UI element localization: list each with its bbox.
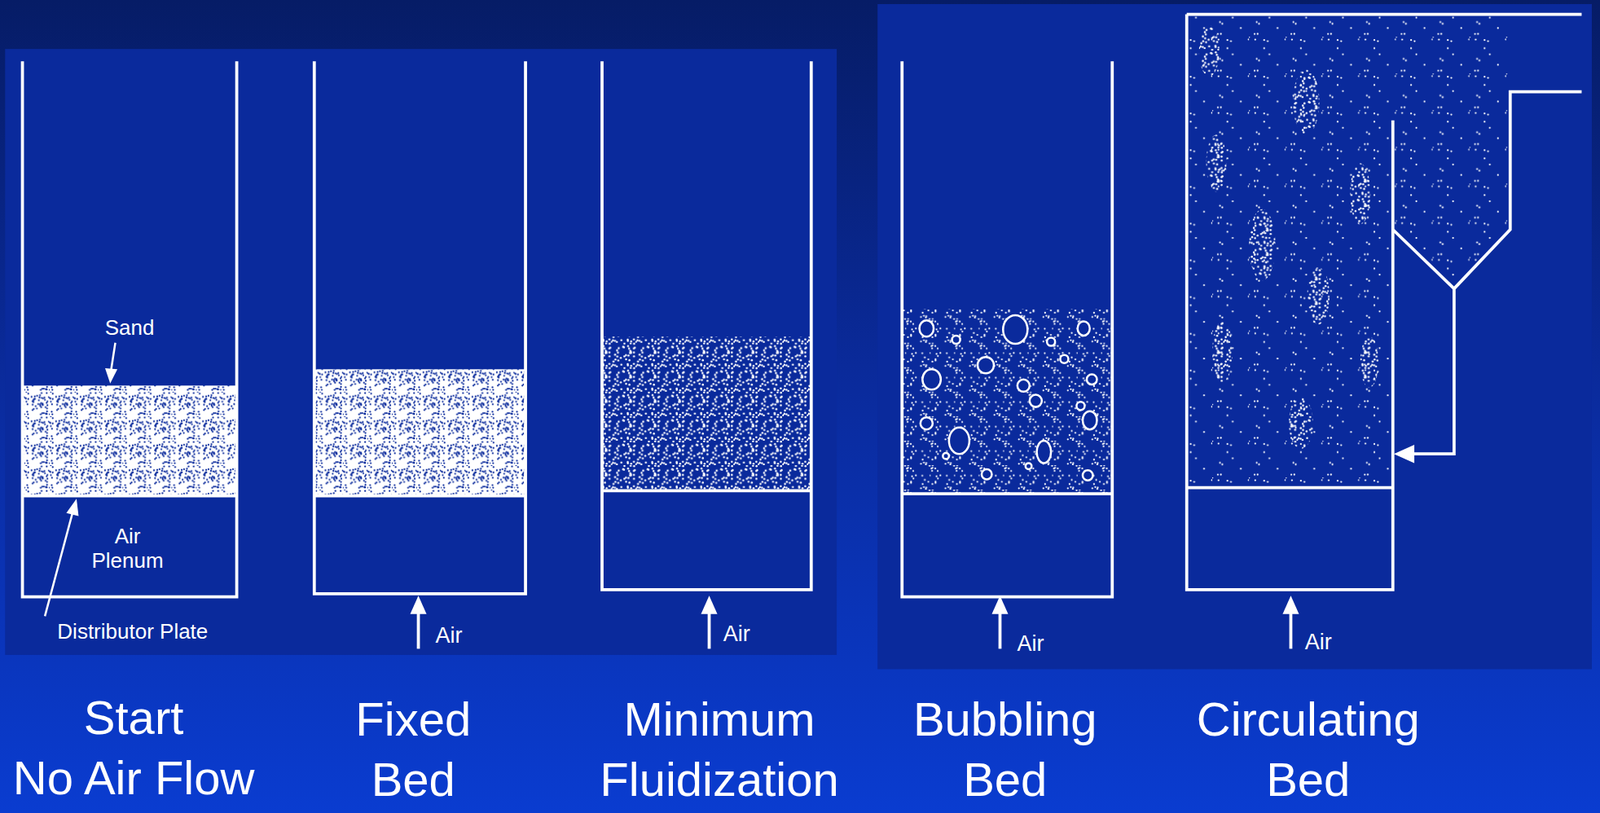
- arrow-head: [410, 595, 427, 615]
- particle-cluster: [1360, 336, 1380, 388]
- air-label: Air: [435, 624, 463, 650]
- riser-and-cyclone: [1186, 14, 1583, 590]
- regime-caption: Circulating Bed: [1175, 689, 1441, 810]
- gas-bubble: [1025, 462, 1033, 470]
- air-arrow: [998, 611, 1003, 649]
- gas-bubble: [942, 452, 950, 460]
- sand-bed: [901, 308, 1113, 494]
- sand-bed: [22, 385, 238, 496]
- gas-bubble: [1046, 337, 1055, 346]
- particle-cluster: [1248, 209, 1276, 282]
- part-label: Air Plenum: [80, 524, 175, 574]
- gas-bubble: [1082, 470, 1094, 481]
- column-wall: [22, 61, 238, 597]
- particle-cluster: [1292, 69, 1320, 135]
- arrow-head: [65, 498, 79, 516]
- part-label: Sand: [105, 316, 155, 341]
- gas-bubble: [949, 427, 970, 455]
- particle-cluster: [1199, 25, 1220, 77]
- arrow-head: [105, 368, 118, 384]
- gas-bubble: [952, 335, 961, 344]
- particle-cluster: [1212, 320, 1233, 383]
- riser-solids: [1186, 15, 1393, 488]
- regime-caption: Bubbling Bed: [896, 689, 1113, 810]
- gas-bubble: [1002, 315, 1028, 344]
- right-panel: [877, 4, 1592, 669]
- gas-bubble: [920, 417, 933, 430]
- particle-cluster: [1206, 134, 1227, 192]
- gas-bubble: [922, 369, 941, 390]
- leader-line: [44, 513, 73, 616]
- gas-bubble: [1017, 379, 1030, 392]
- air-label: Air: [1305, 629, 1332, 655]
- gas-bubble: [981, 469, 993, 480]
- gas-bubble: [919, 320, 935, 337]
- gas-bubble: [1059, 355, 1069, 364]
- air-arrow: [707, 611, 712, 649]
- air-label: Air: [1017, 632, 1045, 658]
- regime-caption: Fixed Bed: [323, 689, 503, 810]
- particle-cluster: [1349, 162, 1371, 225]
- gas-bubble: [1029, 395, 1042, 408]
- air-arrow: [417, 611, 421, 649]
- regime-caption: Minimum Fluidization: [580, 689, 858, 810]
- air-arrow: [1289, 611, 1293, 649]
- column-wall: [314, 61, 526, 594]
- arrow-head: [991, 595, 1008, 615]
- arrow-head: [701, 595, 718, 615]
- air-label: Air: [723, 621, 751, 647]
- gas-bubble: [1086, 374, 1098, 386]
- column-wall: [901, 61, 1113, 597]
- gas-bubble: [1077, 320, 1091, 336]
- sand-bed: [314, 369, 526, 496]
- part-label: Distributor Plate: [57, 619, 208, 645]
- left-panel: [4, 48, 837, 655]
- gas-bubble: [977, 356, 994, 374]
- column-wall: [602, 61, 812, 590]
- leader-line: [111, 342, 116, 370]
- particle-cluster: [1288, 397, 1314, 449]
- arrow-head: [1282, 595, 1299, 615]
- gas-bubble: [1037, 440, 1052, 464]
- particle-cluster: [1307, 267, 1331, 325]
- regime-caption: Start No Air Flow: [13, 687, 255, 809]
- gas-bubble: [1082, 411, 1098, 431]
- sand-bed: [602, 336, 812, 491]
- gas-bubble: [1076, 401, 1085, 410]
- arrow-head: [1393, 444, 1415, 464]
